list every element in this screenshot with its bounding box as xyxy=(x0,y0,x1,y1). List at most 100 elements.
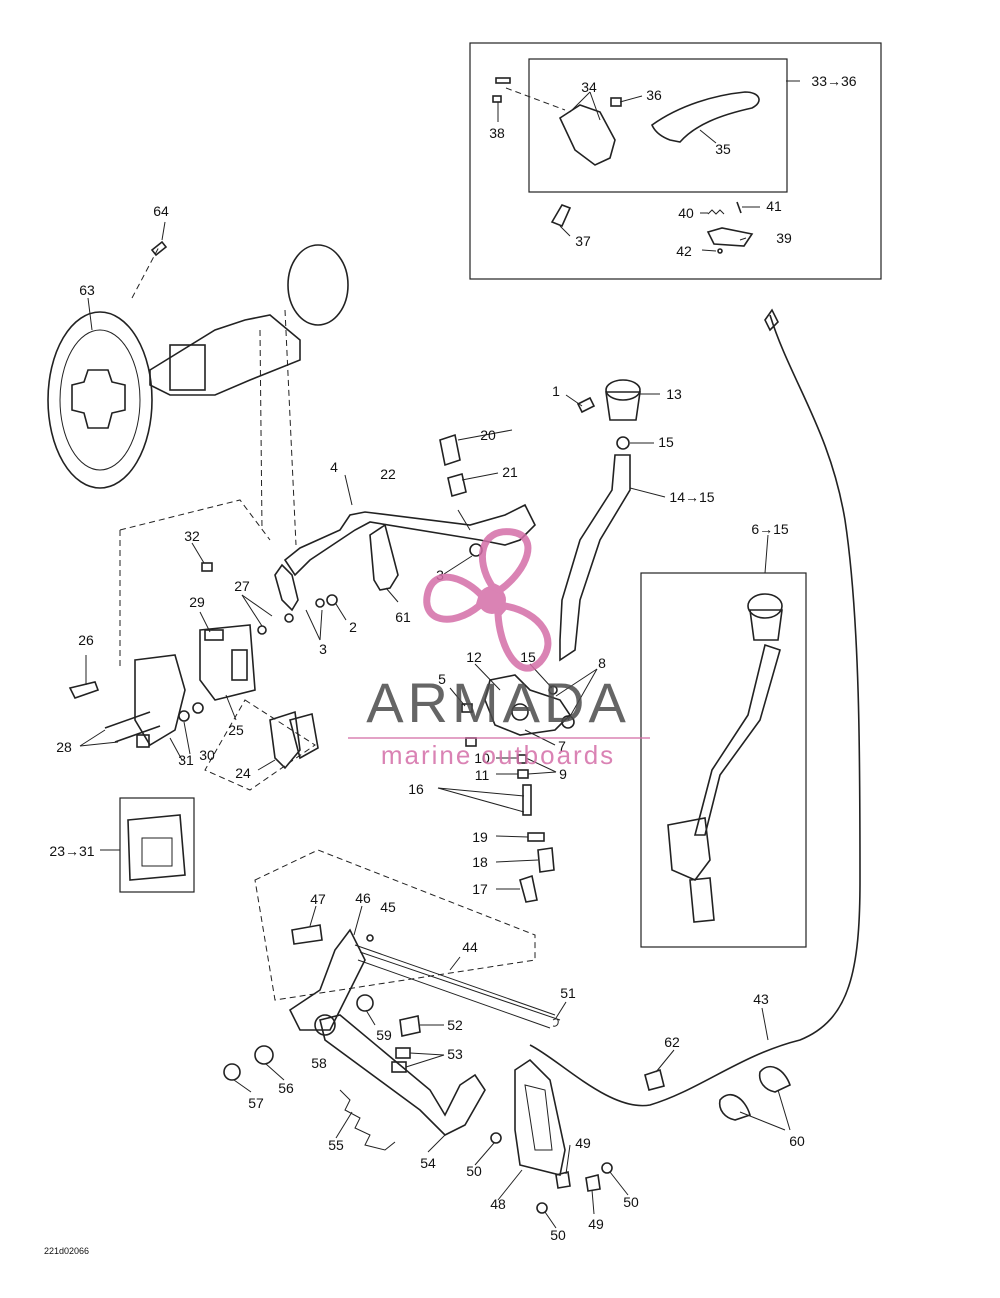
leader-3b xyxy=(443,555,473,575)
caliper-piston-window xyxy=(231,649,248,681)
master-cylinder-inset xyxy=(667,593,783,923)
leader-32 xyxy=(191,542,205,564)
disc-bolt xyxy=(150,240,168,257)
switch-pin xyxy=(736,201,742,214)
callout-label: 41 xyxy=(766,198,782,214)
callout-label: 7 xyxy=(558,738,566,754)
cylinder-port xyxy=(511,703,529,721)
leader-36 xyxy=(619,95,643,103)
leader-37 xyxy=(559,225,571,237)
lever-pin-guide xyxy=(505,87,566,111)
callout-label: 9 xyxy=(559,766,567,782)
leader-42 xyxy=(701,249,717,252)
leader-3a2 xyxy=(319,609,323,641)
callout-label: 40 xyxy=(678,205,694,221)
leader-54 xyxy=(427,1134,446,1153)
callout-label: 49 xyxy=(575,1135,591,1151)
callout-label: 47 xyxy=(310,891,326,907)
leader-64 xyxy=(161,221,166,241)
callout-label: 23→31 xyxy=(49,843,94,859)
hub-to-caliper-guide xyxy=(259,329,263,531)
caliper-bracket xyxy=(134,654,186,747)
callout-label: 50 xyxy=(623,1194,639,1210)
clevis xyxy=(537,847,555,873)
leader-47 xyxy=(309,905,317,927)
lever-pin xyxy=(495,77,511,84)
pushrod xyxy=(522,784,532,816)
leader-12 xyxy=(474,663,501,691)
slide-pin-a xyxy=(104,711,151,729)
callout-label: 13 xyxy=(666,386,682,402)
switch-spring xyxy=(707,209,725,215)
cable-clip-62 xyxy=(644,1068,665,1091)
clevis-nut xyxy=(527,832,545,842)
e-clip-57 xyxy=(223,1063,241,1081)
callout-label: 8 xyxy=(598,655,606,671)
callout-label: 2 xyxy=(349,619,357,635)
leader-24 xyxy=(257,759,276,771)
leader-20 xyxy=(457,429,513,441)
leader-60a xyxy=(739,1111,786,1131)
brake-rod-spring-44 xyxy=(354,944,556,1029)
lever-assembly-box xyxy=(469,42,882,280)
pushrod-locknut xyxy=(517,769,529,779)
bracket-nut-50c xyxy=(536,1202,548,1214)
caliper-bushing xyxy=(136,734,150,748)
caliper-bolt xyxy=(178,710,190,722)
leader-50b xyxy=(609,1171,629,1196)
bracket-nut-50a xyxy=(490,1132,502,1144)
watermark: ARMADA marine outboards xyxy=(348,528,650,770)
brake-pad-a xyxy=(269,710,301,770)
cylinder-clamp xyxy=(561,715,575,729)
leader-51 xyxy=(555,1001,567,1019)
leader-48 xyxy=(497,1169,523,1201)
callout-label: 26 xyxy=(78,632,94,648)
callout-label: 56 xyxy=(278,1080,294,1096)
callout-label: 11 xyxy=(475,767,490,783)
pedal-bolt-52 xyxy=(399,1015,421,1037)
banjo-washer xyxy=(315,598,325,608)
leader-59 xyxy=(365,1009,376,1026)
callout-label: 60 xyxy=(789,1133,805,1149)
pad-spring-clip xyxy=(68,681,100,699)
leader-50c xyxy=(544,1211,557,1229)
callout-label: 51 xyxy=(560,985,576,1001)
callout-label: 25 xyxy=(228,722,244,738)
watermark-subtitle: marine outboards xyxy=(381,740,615,770)
leader-57 xyxy=(233,1079,252,1093)
caliper-body xyxy=(199,624,256,701)
master-cylinder xyxy=(439,379,641,903)
leader-39 xyxy=(739,237,747,241)
leader-43 xyxy=(761,1007,769,1041)
callout-label: 3 xyxy=(319,641,327,657)
inset-pushrod xyxy=(689,877,715,923)
leader-49a xyxy=(565,1144,571,1175)
callout-label: 15 xyxy=(658,434,674,450)
bracket-plate-48 xyxy=(514,1058,566,1176)
hub-body xyxy=(169,344,206,391)
callout-label: 22 xyxy=(380,466,396,482)
caliper-assembly-box xyxy=(119,797,195,893)
callout-label: 39 xyxy=(776,230,792,246)
callout-label: 64 xyxy=(153,203,169,219)
callout-label: 21 xyxy=(502,464,518,480)
switch-adapter-21 xyxy=(447,472,467,498)
leader-3a xyxy=(305,609,321,641)
leader-29 xyxy=(199,611,211,633)
rod-clip-51 xyxy=(552,1018,559,1027)
leader-27b xyxy=(241,594,273,617)
cylinder-seal xyxy=(548,685,558,695)
document-reference: 221d02066 xyxy=(44,1246,89,1256)
leader-50a xyxy=(474,1142,495,1166)
leader-14-15 xyxy=(629,487,666,498)
hose-banjo-fitting xyxy=(274,563,299,612)
leader-53b xyxy=(405,1054,445,1068)
banjo-bolt xyxy=(326,594,338,606)
pedal-group xyxy=(223,924,561,1151)
leader-1 xyxy=(565,394,583,407)
disc-cross-hub xyxy=(71,369,126,429)
pedal-arm-upper xyxy=(288,928,366,1031)
pedal-washer-59 xyxy=(356,994,374,1012)
callout-label: 46 xyxy=(355,890,371,906)
leader-60b xyxy=(777,1089,791,1131)
